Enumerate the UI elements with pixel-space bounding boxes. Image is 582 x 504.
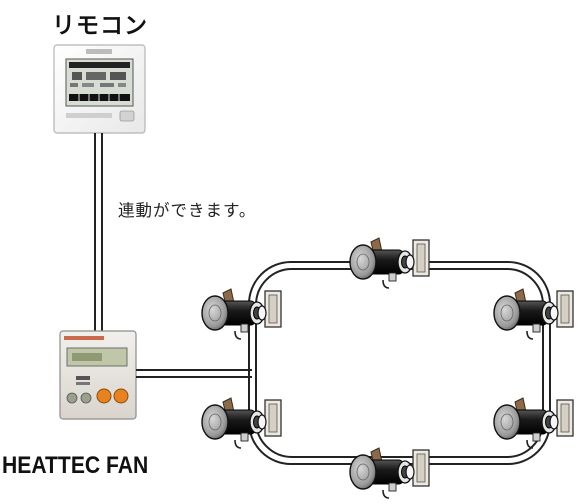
fan-top: [349, 237, 430, 289]
remote-controller: [53, 44, 146, 134]
link-caption: 連動ができます。: [118, 201, 257, 220]
fan-bottom: [349, 447, 430, 499]
heattec-controller: [59, 330, 137, 420]
remote-cable: [94, 133, 103, 331]
controller-button-orange-2: [113, 388, 129, 404]
controller-label: HEATTEC FAN: [2, 452, 149, 479]
controller-body: [59, 330, 137, 420]
fan-lower-right: [493, 397, 574, 449]
controller-button-orange-1: [96, 388, 112, 404]
remote-logo: [86, 49, 112, 54]
fan-upper-right: [493, 288, 574, 340]
fan-lower-left: [201, 397, 282, 449]
remote-label: リモコン: [52, 13, 148, 39]
fan-upper-left: [201, 288, 282, 340]
remote-button-row: [66, 113, 112, 118]
controller-cable: [136, 369, 252, 378]
